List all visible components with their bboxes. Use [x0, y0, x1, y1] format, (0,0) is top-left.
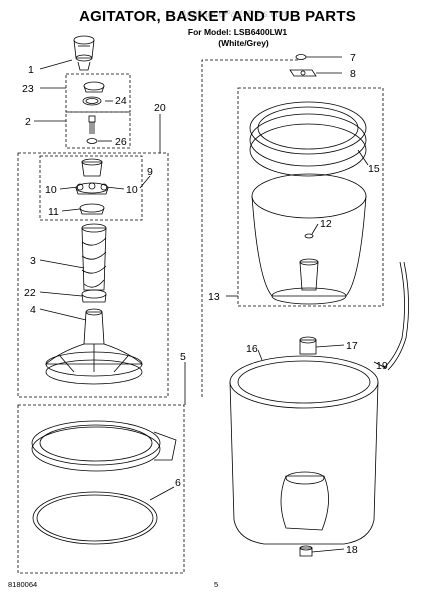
callout-labels: 1 23 24 2 26 20 9 10 10 11 3 22 4 5 6 7 … [22, 52, 388, 556]
callout-9: 9 [147, 166, 153, 178]
callout-10-right: 10 [126, 184, 138, 196]
part-23 [83, 81, 105, 93]
callout-5: 5 [180, 351, 186, 363]
callout-6: 6 [175, 477, 181, 489]
part-outer-tub [229, 355, 379, 545]
callout-12: 12 [320, 218, 332, 230]
leader-lines [34, 56, 387, 553]
part-agitator-base [44, 308, 144, 385]
callout-24: 24 [115, 95, 127, 107]
part-auger [81, 223, 107, 291]
part-bolt [86, 115, 98, 144]
callout-20: 20 [154, 102, 166, 114]
box-23 [65, 73, 131, 113]
box-13 [237, 87, 384, 307]
callout-23: 23 [22, 83, 34, 95]
box-9 [39, 155, 143, 221]
callout-17: 17 [346, 340, 358, 352]
box-5 [17, 404, 185, 574]
callout-18: 18 [346, 544, 358, 556]
model-line: For Model: LSB6400LW1 [187, 27, 288, 37]
callout-19: 19 [376, 360, 388, 372]
callout-10-left: 10 [45, 184, 57, 196]
part-tub-ring [31, 420, 177, 472]
part-17 [299, 336, 317, 355]
part-22 [81, 289, 107, 303]
part-8 [289, 69, 317, 77]
part-basket [251, 173, 367, 305]
callout-2: 2 [25, 116, 31, 128]
callout-11: 11 [48, 206, 59, 218]
part-24 [82, 96, 102, 106]
callout-15: 15 [368, 163, 380, 175]
part-7 [295, 54, 307, 60]
callout-3: 3 [30, 255, 36, 267]
callout-13: 13 [208, 291, 220, 303]
page-title: AGITATOR, BASKET AND TUB PARTS [79, 8, 356, 25]
part-balance-ring [249, 101, 367, 177]
part-cam-assembly [75, 158, 109, 215]
box-20 [17, 152, 169, 398]
leader-dashed [201, 59, 298, 397]
part-18 [299, 545, 313, 557]
callout-8: 8 [350, 68, 356, 80]
callout-1: 1 [28, 64, 34, 76]
footer-page-number: 5 [214, 580, 219, 589]
part-hose [383, 261, 409, 371]
callout-7: 7 [350, 52, 356, 64]
part-agitator-cap [73, 35, 95, 71]
callout-16: 16 [246, 343, 258, 355]
callout-22: 22 [24, 287, 36, 299]
box-2 [65, 111, 131, 149]
part-gasket [32, 491, 158, 545]
group-boxes [17, 59, 384, 574]
footer-part-number: 8180064 [8, 580, 38, 589]
callout-26: 26 [115, 136, 127, 148]
color-line: (White/Grey) [218, 38, 269, 48]
callout-4: 4 [30, 304, 36, 316]
watermark: AppliancePartsPros.com [180, 9, 290, 20]
